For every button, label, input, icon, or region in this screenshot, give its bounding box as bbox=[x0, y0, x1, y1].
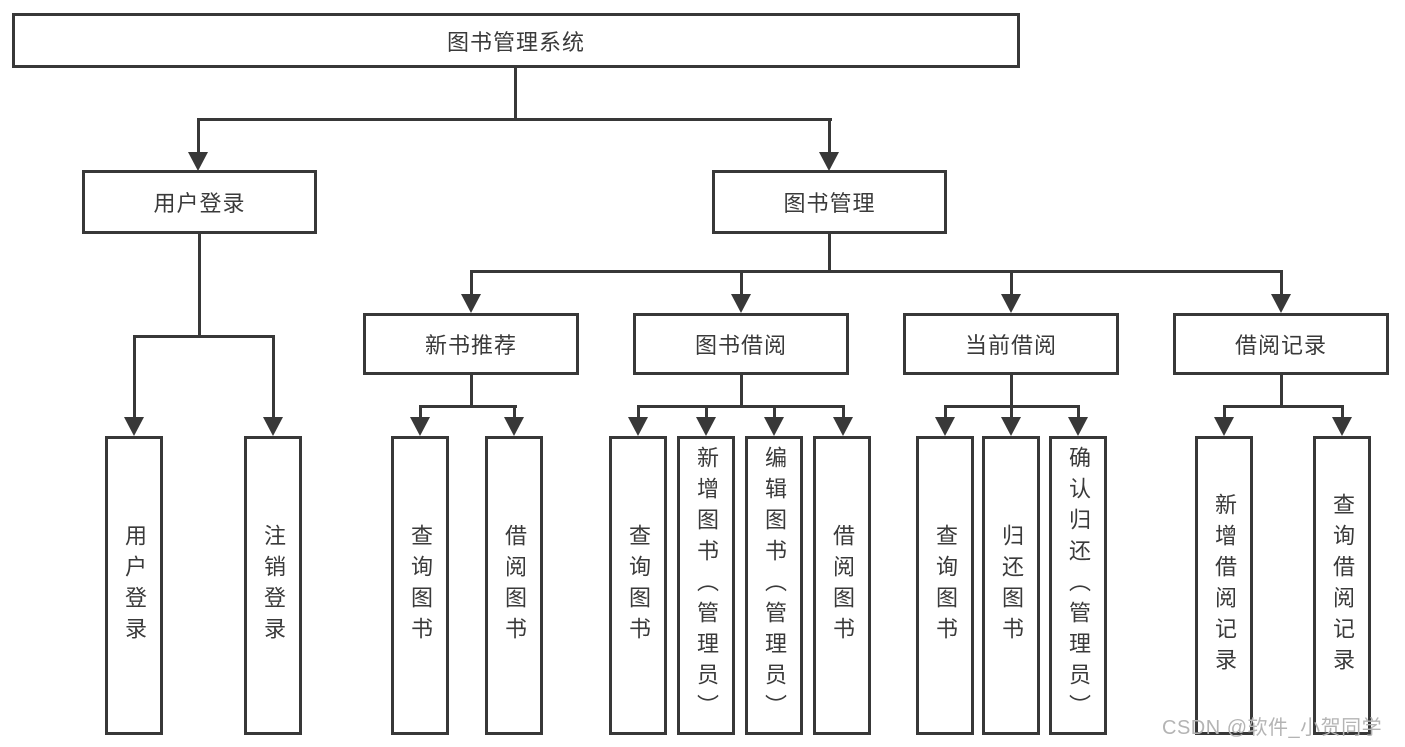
leaf-borrow-edit: 编辑图书（管理员） bbox=[745, 436, 803, 735]
connector-borrowrecords-down bbox=[1280, 375, 1283, 408]
node-root-label: 图书管理系统 bbox=[446, 29, 585, 55]
connector-root-stub bbox=[514, 68, 517, 121]
connector-bradd-stem bbox=[1223, 407, 1226, 420]
leaf-borrow-add-label: 新增图书（管理员） bbox=[694, 446, 719, 725]
leaf-borrow-query-label: 查询图书 bbox=[626, 523, 651, 648]
leaf-borrow-query: 查询图书 bbox=[609, 436, 667, 735]
connector-currentborrow-branch bbox=[944, 405, 1080, 408]
leaf-user-login-label: 用户登录 bbox=[122, 523, 147, 648]
connector-login-branch bbox=[133, 335, 275, 338]
connector-cbreturn-stem bbox=[1010, 407, 1013, 420]
connector-currentborrow-stem bbox=[1010, 272, 1013, 298]
node-book-borrow: 图书借阅 bbox=[633, 313, 849, 375]
arrow-brquery bbox=[1332, 417, 1352, 436]
leaf-records-add-label: 新增借阅记录 bbox=[1212, 492, 1237, 679]
leaf-current-return-label: 归还图书 bbox=[999, 523, 1024, 648]
leaf-newbooks-query: 查询图书 bbox=[391, 436, 449, 735]
arrow-bbquery bbox=[628, 417, 648, 436]
connector-leaf-logout-stem bbox=[272, 337, 275, 419]
leaf-records-query: 查询借阅记录 bbox=[1313, 436, 1371, 735]
connector-bbadd-stem bbox=[705, 407, 708, 420]
leaf-borrow-borrow-label: 借阅图书 bbox=[830, 523, 855, 648]
connector-nbborrow-stem bbox=[513, 407, 516, 420]
leaf-user-login: 用户登录 bbox=[105, 436, 163, 735]
leaf-newbooks-borrow-label: 借阅图书 bbox=[502, 523, 527, 648]
connector-level3-branch bbox=[470, 270, 1283, 273]
leaf-newbooks-borrow: 借阅图书 bbox=[485, 436, 543, 735]
arrow-bradd bbox=[1214, 417, 1234, 436]
node-new-books-label: 新书推荐 bbox=[424, 333, 517, 358]
node-new-books: 新书推荐 bbox=[363, 313, 579, 375]
arrow-bookmgmt bbox=[819, 152, 839, 171]
leaf-current-confirm-label: 确认归还（管理员） bbox=[1066, 446, 1091, 725]
connector-bookborrow-stem bbox=[740, 272, 743, 298]
arrow-bookborrow bbox=[731, 294, 751, 313]
arrow-leaf-logout bbox=[263, 417, 283, 436]
connector-bbedit-stem bbox=[773, 407, 776, 420]
node-borrow-records: 借阅记录 bbox=[1173, 313, 1389, 375]
connector-borrowrecords-stem bbox=[1280, 272, 1283, 298]
connector-leaf-userlogin-stem bbox=[133, 337, 136, 419]
node-current-borrow-label: 当前借阅 bbox=[964, 333, 1057, 358]
connector-bookborrow-branch bbox=[637, 405, 845, 408]
arrow-nbborrow bbox=[504, 417, 524, 436]
leaf-borrow-add: 新增图书（管理员） bbox=[677, 436, 735, 735]
node-user-login-label: 用户登录 bbox=[153, 191, 246, 216]
arrow-bbborrow bbox=[833, 417, 853, 436]
arrow-leaf-userlogin bbox=[124, 417, 144, 436]
connector-currentborrow-down bbox=[1010, 375, 1013, 408]
leaf-current-query-label: 查询图书 bbox=[933, 523, 958, 648]
connector-bookborrow-down bbox=[740, 375, 743, 408]
arrow-cbreturn bbox=[1001, 417, 1021, 436]
arrow-userlogin bbox=[188, 152, 208, 171]
arrow-currentborrow bbox=[1001, 294, 1021, 313]
csdn-watermark: CSDN @软件_小贺同学 bbox=[1162, 717, 1383, 739]
node-book-borrow-label: 图书借阅 bbox=[694, 333, 787, 358]
arrow-bbadd bbox=[696, 417, 716, 436]
node-borrow-records-label: 借阅记录 bbox=[1234, 333, 1327, 358]
node-book-mgmt-label: 图书管理 bbox=[783, 191, 876, 216]
connector-nbquery-stem bbox=[419, 407, 422, 420]
connector-userlogin-down bbox=[198, 234, 201, 338]
leaf-records-add: 新增借阅记录 bbox=[1195, 436, 1253, 735]
connector-bbborrow-stem bbox=[842, 407, 845, 420]
leaf-newbooks-query-label: 查询图书 bbox=[408, 523, 433, 648]
connector-bookmgmt-stem bbox=[828, 120, 831, 154]
arrow-bbedit bbox=[764, 417, 784, 436]
node-user-login: 用户登录 bbox=[82, 170, 317, 234]
leaf-current-confirm: 确认归还（管理员） bbox=[1049, 436, 1107, 735]
arrow-cbconfirm bbox=[1068, 417, 1088, 436]
connector-userlogin-stem bbox=[197, 120, 200, 154]
connector-cbquery-stem bbox=[944, 407, 947, 420]
connector-cbconfirm-stem bbox=[1077, 407, 1080, 420]
leaf-borrow-edit-label: 编辑图书（管理员） bbox=[762, 446, 787, 725]
connector-level2-branch bbox=[197, 118, 832, 121]
connector-newbooks-branch bbox=[419, 405, 517, 408]
node-book-mgmt: 图书管理 bbox=[712, 170, 947, 234]
leaf-current-query: 查询图书 bbox=[916, 436, 974, 735]
leaf-logout-label: 注销登录 bbox=[261, 523, 286, 648]
arrow-borrowrecords bbox=[1271, 294, 1291, 313]
connector-bbquery-stem bbox=[637, 407, 640, 420]
leaf-current-return: 归还图书 bbox=[982, 436, 1040, 735]
arrow-newbooks bbox=[461, 294, 481, 313]
connector-borrowrecords-branch bbox=[1223, 405, 1344, 408]
connector-brquery-stem bbox=[1341, 407, 1344, 420]
connector-newbooks-down bbox=[470, 375, 473, 408]
leaf-logout: 注销登录 bbox=[244, 436, 302, 735]
node-root: 图书管理系统 bbox=[12, 13, 1020, 68]
arrow-cbquery bbox=[935, 417, 955, 436]
leaf-records-query-label: 查询借阅记录 bbox=[1330, 492, 1355, 679]
leaf-borrow-borrow: 借阅图书 bbox=[813, 436, 871, 735]
connector-bookmgmt-down bbox=[828, 234, 831, 273]
arrow-nbquery bbox=[410, 417, 430, 436]
connector-newbooks-stem bbox=[470, 272, 473, 298]
node-current-borrow: 当前借阅 bbox=[903, 313, 1119, 375]
